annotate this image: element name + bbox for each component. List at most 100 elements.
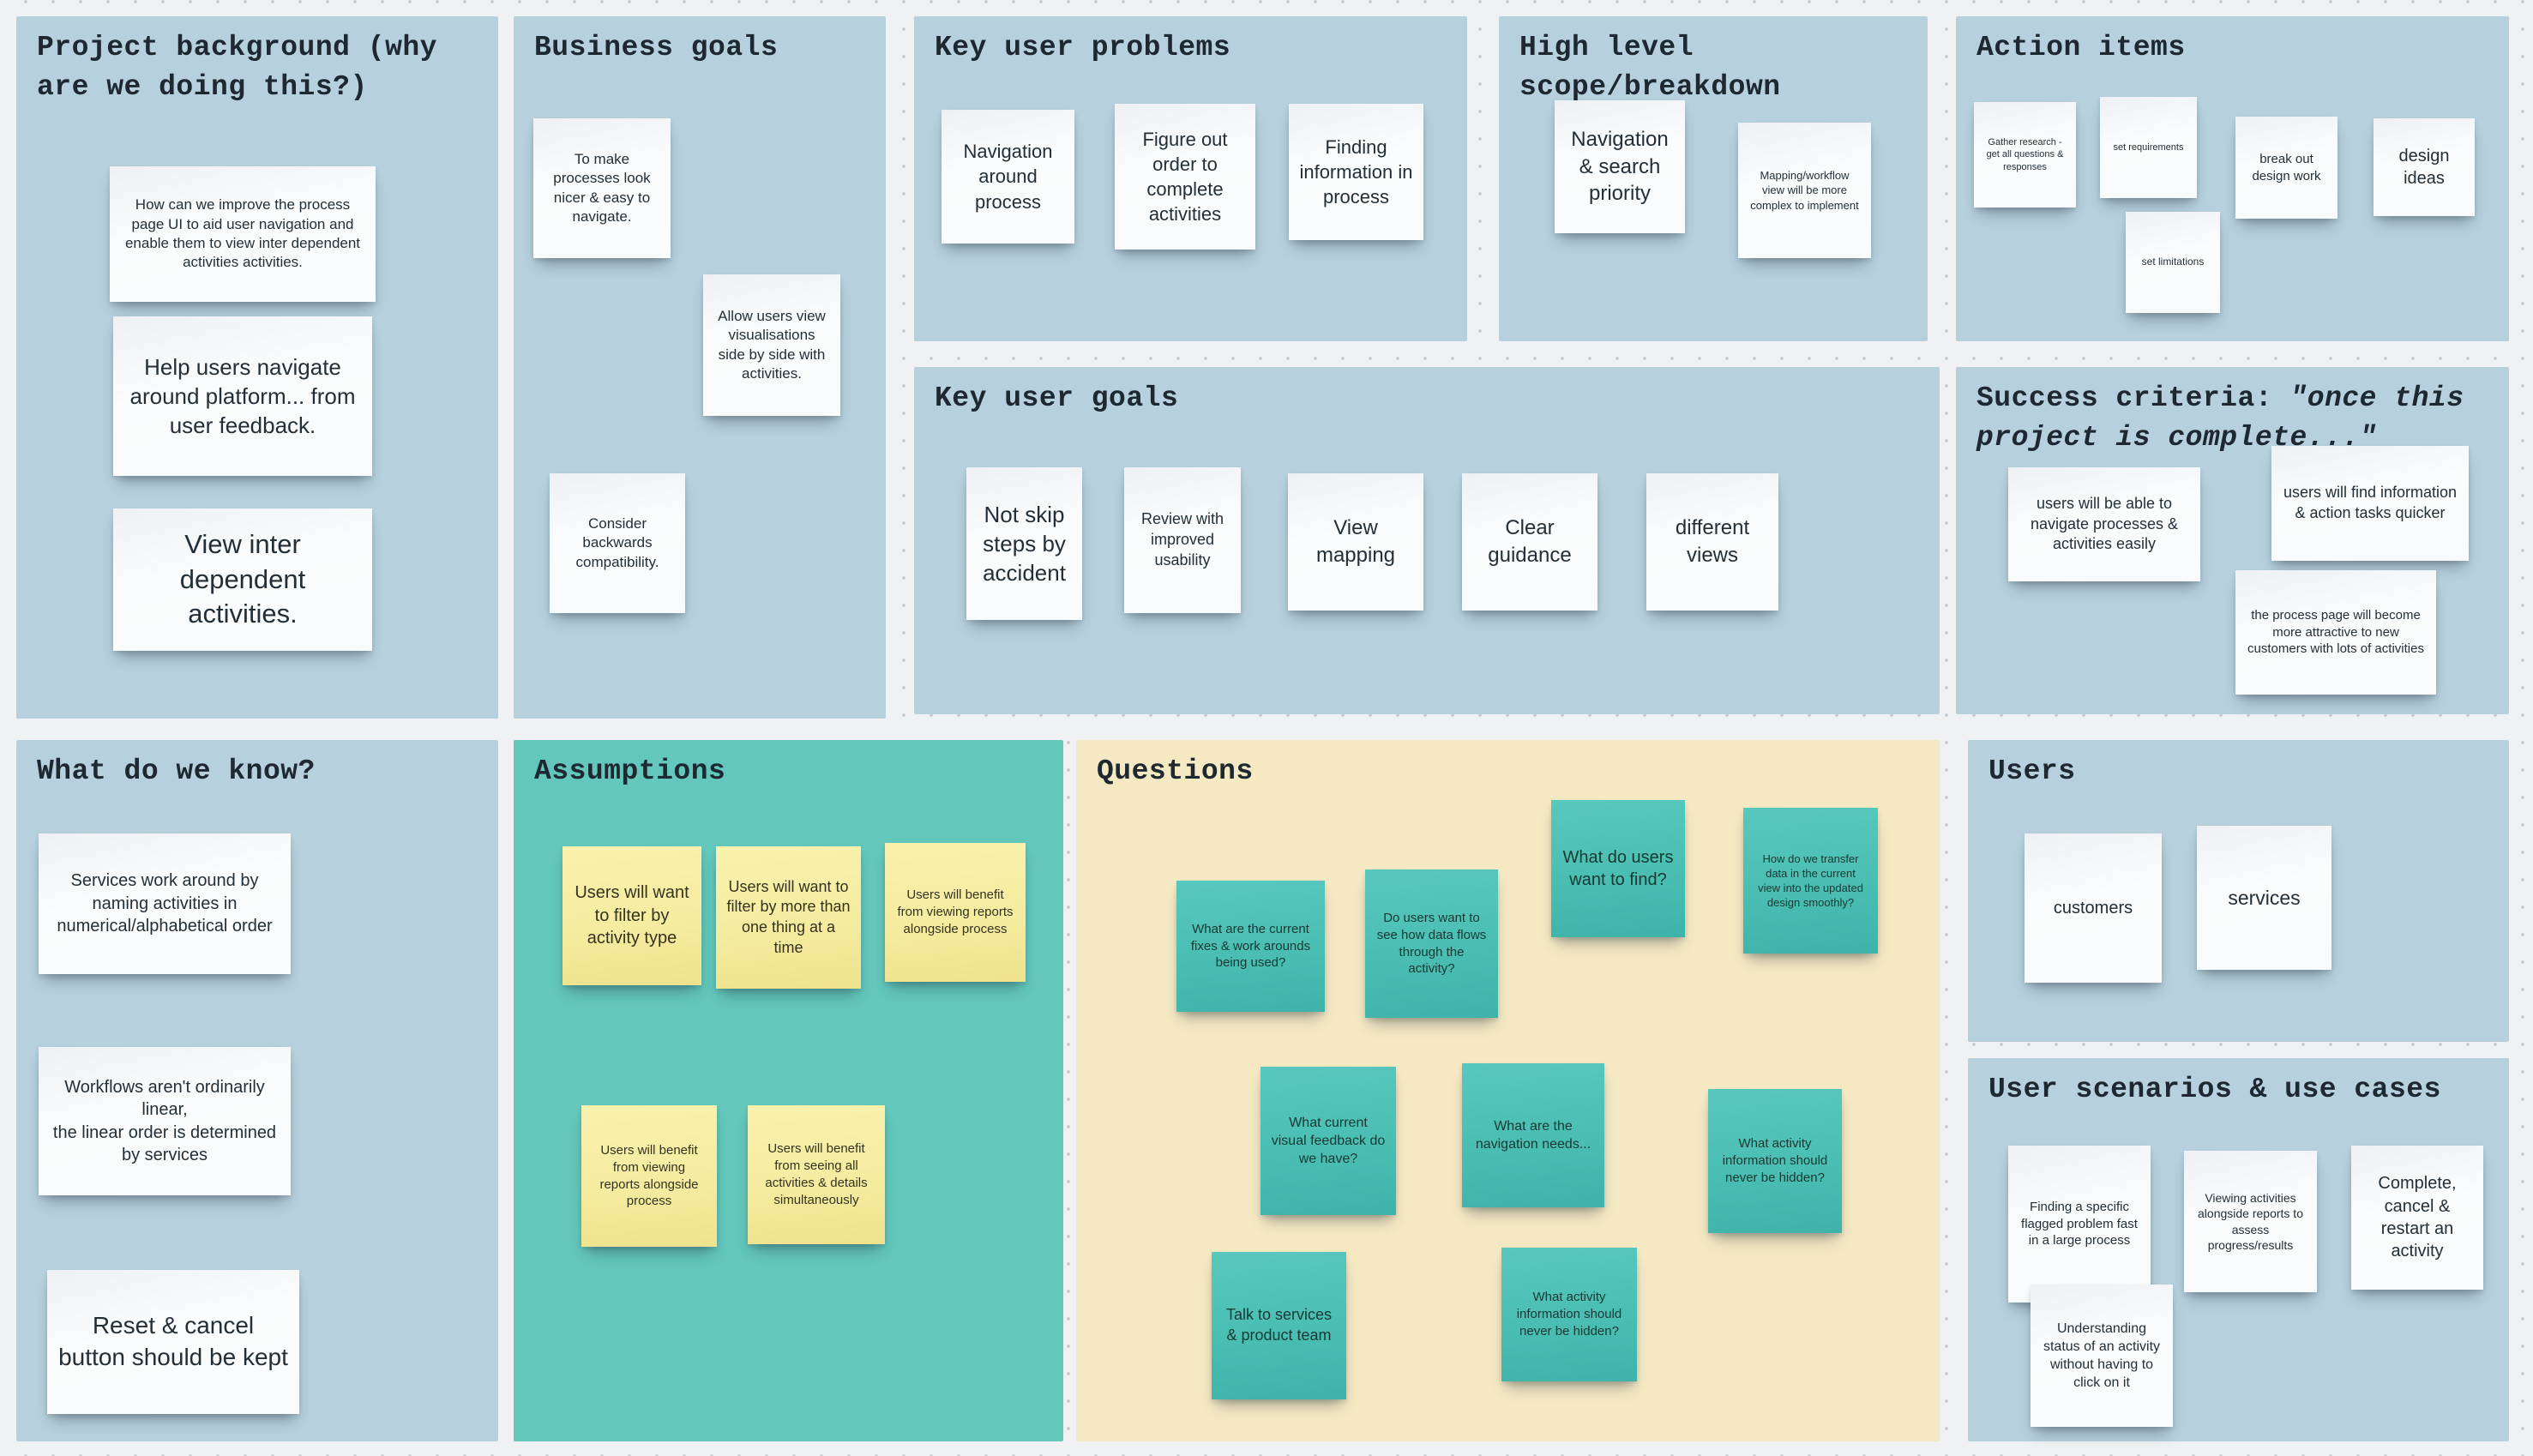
sticky-note-text: the process page will become more attrac… — [2247, 607, 2424, 657]
sticky-note-text: Consider backwards compatibility. — [575, 514, 659, 570]
sticky-note-text: users will find information & action tas… — [2283, 484, 2458, 521]
sticky-note-text: View mapping — [1315, 516, 1396, 567]
sticky-note[interactable]: Not skip steps by accident — [966, 467, 1082, 620]
sticky-note-text: How do we transfer data in the current v… — [1758, 851, 1863, 910]
sticky-note[interactable]: Users will want to filter by activity ty… — [563, 846, 701, 985]
sticky-note-text: Workflows aren't ordinarily linear, the … — [52, 1077, 277, 1164]
sticky-note-text: set requirements — [2113, 141, 2184, 153]
sticky-note-text: design ideas — [2398, 146, 2450, 188]
sticky-note-text: break out design work — [2252, 151, 2321, 184]
sticky-note-text: Understanding status of an activity with… — [2043, 1321, 2161, 1391]
sticky-note[interactable]: Finding a specific flagged problem fast … — [2008, 1146, 2151, 1303]
sticky-note[interactable]: What are the navigation needs... — [1462, 1063, 1604, 1207]
sticky-note[interactable]: Allow users view visualisations side by … — [703, 274, 840, 416]
section-title: Users — [1988, 755, 2076, 787]
section-title: Assumptions — [534, 755, 726, 787]
section-title: Key user problems — [935, 32, 1231, 63]
sticky-note[interactable]: Finding information in process — [1289, 104, 1423, 240]
sticky-note[interactable]: Do users want to see how data flows thro… — [1365, 869, 1498, 1018]
sticky-note-text: customers — [2053, 898, 2133, 918]
sticky-note[interactable]: Help users navigate around platform... f… — [113, 316, 372, 476]
sticky-note[interactable]: Reset & cancel button should be kept — [47, 1270, 299, 1414]
sticky-note[interactable]: set requirements — [2100, 97, 2197, 198]
sticky-note[interactable]: Talk to services & product team — [1212, 1252, 1346, 1399]
sticky-note-text: Viewing activities alongside reports to … — [2198, 1190, 2303, 1252]
sticky-note[interactable]: Users will want to filter by more than o… — [716, 846, 861, 989]
sticky-note-text: Users will benefit from seeing all activ… — [765, 1141, 868, 1207]
section-title: Business goals — [534, 32, 779, 63]
sticky-note[interactable]: Mapping/workflow view will be more compl… — [1738, 123, 1871, 258]
sticky-note[interactable]: users will find information & action tas… — [2271, 446, 2469, 561]
section-title: What do we know? — [37, 755, 316, 787]
sticky-note-text: Clear guidance — [1488, 516, 1572, 567]
sticky-note[interactable]: Complete, cancel & restart an activity — [2351, 1146, 2483, 1290]
sticky-note-text: Users will benefit from viewing reports … — [897, 887, 1014, 936]
sticky-note-text: Services work around by naming activitie… — [57, 871, 273, 936]
sticky-note-text: Help users navigate around platform... f… — [129, 353, 356, 439]
sticky-note[interactable]: set limitations — [2126, 212, 2220, 313]
sticky-note-text: different views — [1675, 516, 1750, 567]
sticky-note[interactable]: Understanding status of an activity with… — [2031, 1285, 2173, 1427]
sticky-note[interactable]: Users will benefit from viewing reports … — [885, 843, 1026, 982]
sticky-note[interactable]: Gather research - get all questions & re… — [1974, 102, 2076, 208]
sticky-note[interactable]: How can we improve the process page UI t… — [110, 166, 376, 302]
section-title: High level scope/breakdown — [1519, 32, 1781, 103]
sticky-note-text: Reset & cancel button should be kept — [58, 1312, 288, 1370]
sticky-note[interactable]: What do users want to find? — [1551, 800, 1685, 937]
sticky-note-text: Complete, cancel & restart an activity — [2378, 1174, 2457, 1261]
sticky-note[interactable]: customers — [2025, 833, 2162, 983]
section-title: Success criteria: "once this project is … — [1976, 382, 2482, 454]
sticky-note[interactable]: Users will benefit from seeing all activ… — [748, 1105, 885, 1244]
sticky-note[interactable]: Navigation & search priority — [1555, 100, 1685, 233]
sticky-note[interactable]: View mapping — [1288, 473, 1423, 611]
sticky-note-text: Not skip steps by accident — [983, 501, 1066, 587]
sticky-note-text: Figure out order to complete activities — [1142, 128, 1228, 226]
sticky-note[interactable]: Review with improved usability — [1124, 467, 1241, 613]
sticky-note[interactable]: Consider backwards compatibility. — [550, 473, 685, 613]
section-title: Key user goals — [935, 382, 1179, 414]
sticky-note-text: Gather research - get all questions & re… — [1986, 136, 2064, 172]
sticky-note-text: What activity information should never b… — [1722, 1136, 1828, 1185]
sticky-note-text: Talk to services & product team — [1225, 1306, 1333, 1344]
sticky-note[interactable]: Workflows aren't ordinarily linear, the … — [39, 1047, 291, 1195]
sticky-note[interactable]: Figure out order to complete activities — [1115, 104, 1255, 250]
sticky-note-text: Review with improved usability — [1140, 510, 1224, 569]
sticky-note-text: Finding a specific flagged problem fast … — [2021, 1199, 2138, 1248]
sticky-note[interactable]: What activity information should never b… — [1501, 1248, 1637, 1381]
section-title: Project background (why are we doing thi… — [37, 32, 455, 103]
sticky-note[interactable]: How do we transfer data in the current v… — [1743, 808, 1878, 954]
sticky-note[interactable]: services — [2197, 826, 2331, 970]
sticky-note-text: Navigation around process — [963, 141, 1053, 213]
sticky-note-text: Users will want to filter by more than o… — [726, 877, 851, 956]
sticky-note-text: Finding information in process — [1299, 135, 1413, 208]
sticky-note-text: Users will want to filter by activity ty… — [575, 883, 689, 948]
sticky-note[interactable]: different views — [1646, 473, 1778, 611]
sticky-note[interactable]: users will be able to navigate processes… — [2008, 467, 2200, 581]
sticky-note-text: Mapping/workflow view will be more compl… — [1750, 169, 1859, 212]
sticky-note[interactable]: What current visual feedback do we have? — [1260, 1067, 1396, 1215]
sticky-note-text: View inter dependent activities. — [179, 528, 306, 629]
sticky-note[interactable]: Navigation around process — [942, 110, 1074, 244]
sticky-note[interactable]: design ideas — [2374, 118, 2475, 216]
section-title: Action items — [1976, 32, 2186, 63]
sticky-note-text: users will be able to navigate processes… — [2030, 494, 2179, 553]
sticky-note-text: Allow users view visualisations side by … — [718, 307, 826, 382]
sticky-note[interactable]: Users will benefit from viewing reports … — [581, 1105, 717, 1247]
sticky-note[interactable]: To make processes look nicer & easy to n… — [533, 118, 671, 258]
sticky-note[interactable]: Clear guidance — [1462, 473, 1597, 611]
sticky-note[interactable]: the process page will become more attrac… — [2235, 570, 2436, 695]
sticky-note[interactable]: View inter dependent activities. — [113, 508, 372, 651]
sticky-note[interactable]: What are the current fixes & work around… — [1176, 881, 1325, 1012]
sticky-note-text: What activity information should never b… — [1516, 1290, 1622, 1339]
sticky-note-text: What current visual feedback do we have? — [1271, 1115, 1386, 1167]
section-title: User scenarios & use cases — [1988, 1074, 2441, 1105]
sticky-note-text: What do users want to find? — [1562, 847, 1674, 889]
sticky-note[interactable]: break out design work — [2235, 117, 2337, 219]
sticky-note[interactable]: Services work around by naming activitie… — [39, 833, 291, 974]
sticky-note-text: To make processes look nicer & easy to n… — [553, 150, 651, 225]
sticky-note[interactable]: Viewing activities alongside reports to … — [2184, 1151, 2317, 1292]
sticky-note[interactable]: What activity information should never b… — [1708, 1089, 1842, 1233]
sticky-note-text: Do users want to see how data flows thro… — [1376, 910, 1487, 977]
sticky-note-text: Users will benefit from viewing reports … — [599, 1142, 699, 1209]
